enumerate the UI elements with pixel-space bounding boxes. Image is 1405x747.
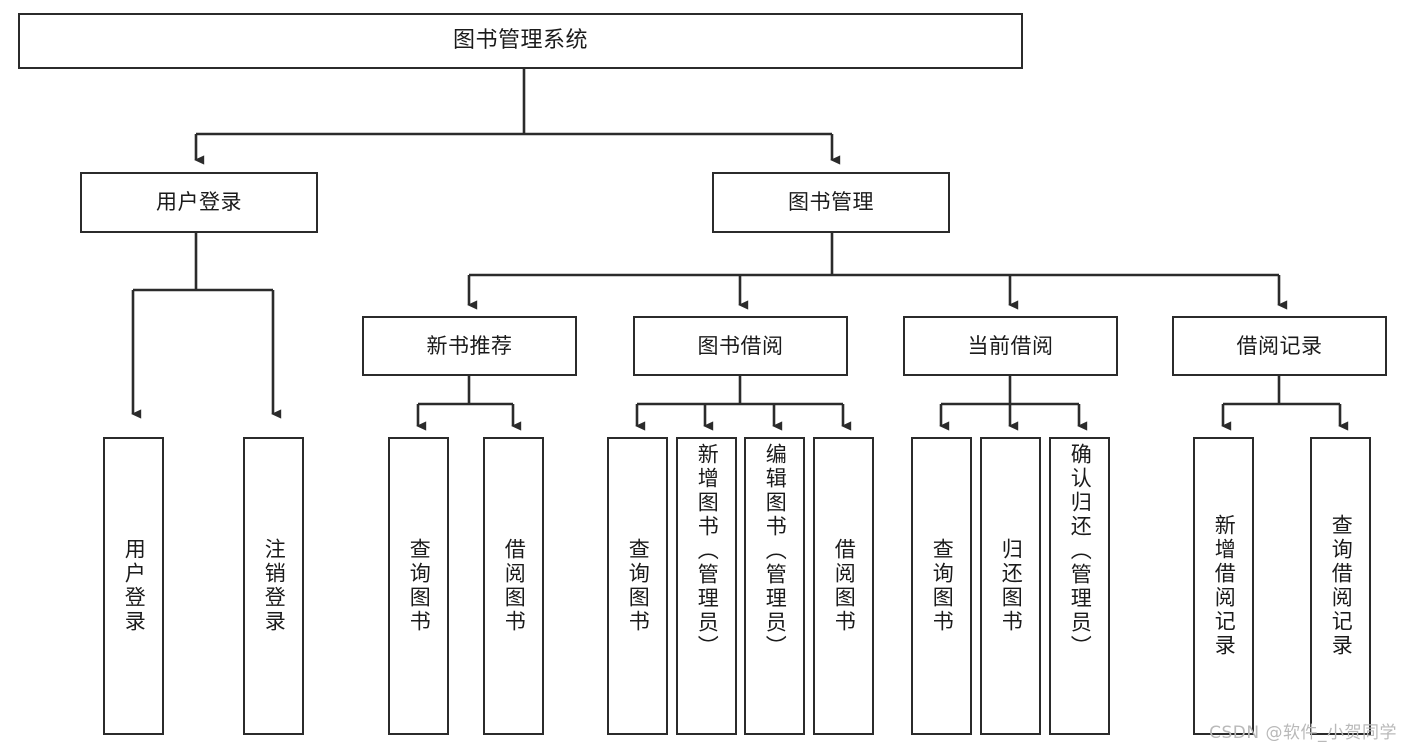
node-leaf-borrow-book-recommend[interactable]: 借阅图书 (483, 437, 544, 735)
node-leaf-query-book-recommend[interactable]: 查询图书 (388, 437, 449, 735)
node-label: 新书推荐 (426, 333, 513, 358)
node-leaf-logout[interactable]: 注销登录 (243, 437, 304, 735)
node-label: 借阅图书 (502, 538, 527, 634)
node-leaf-confirm-return[interactable]: 确认归还（管理员） (1049, 437, 1110, 735)
node-label: 查询借阅记录 (1329, 514, 1354, 658)
node-label: 图书借阅 (697, 333, 784, 358)
node-label: 图书管理系统 (452, 28, 588, 54)
csdn-watermark: CSDN @软件_小贺同学 (1209, 723, 1397, 743)
node-leaf-borrow-book[interactable]: 借阅图书 (813, 437, 874, 735)
node-book-borrow[interactable]: 图书借阅 (633, 316, 848, 376)
node-label: 新增图书（管理员） (695, 443, 720, 659)
node-root-book-management-system[interactable]: 图书管理系统 (18, 13, 1023, 69)
node-label: 查询图书 (930, 538, 955, 634)
node-leaf-user-login[interactable]: 用户登录 (103, 437, 164, 735)
node-label: 图书管理 (788, 190, 874, 215)
node-borrow-record[interactable]: 借阅记录 (1172, 316, 1387, 376)
node-label: 注销登录 (262, 538, 287, 634)
node-leaf-add-book[interactable]: 新增图书（管理员） (676, 437, 737, 735)
node-label: 新增借阅记录 (1212, 514, 1237, 658)
node-label: 借阅图书 (832, 538, 857, 634)
node-label: 用户登录 (122, 538, 147, 634)
node-label: 查询图书 (407, 538, 432, 634)
node-label: 借阅记录 (1236, 333, 1323, 358)
node-leaf-query-book-borrow[interactable]: 查询图书 (607, 437, 668, 735)
node-label: 确认归还（管理员） (1068, 443, 1093, 659)
node-new-book-recommend[interactable]: 新书推荐 (362, 316, 577, 376)
node-current-borrow[interactable]: 当前借阅 (903, 316, 1118, 376)
node-leaf-query-borrow-record[interactable]: 查询借阅记录 (1310, 437, 1371, 735)
node-leaf-add-borrow-record[interactable]: 新增借阅记录 (1193, 437, 1254, 735)
node-label: 用户登录 (156, 190, 242, 215)
node-label: 查询图书 (626, 538, 651, 634)
node-label: 编辑图书（管理员） (763, 443, 788, 659)
node-book-manage[interactable]: 图书管理 (712, 172, 950, 233)
node-label: 归还图书 (999, 538, 1024, 634)
node-leaf-return-book[interactable]: 归还图书 (980, 437, 1041, 735)
node-leaf-edit-book[interactable]: 编辑图书（管理员） (744, 437, 805, 735)
node-leaf-query-book-current[interactable]: 查询图书 (911, 437, 972, 735)
node-user-login[interactable]: 用户登录 (80, 172, 318, 233)
node-label: 当前借阅 (967, 333, 1054, 358)
